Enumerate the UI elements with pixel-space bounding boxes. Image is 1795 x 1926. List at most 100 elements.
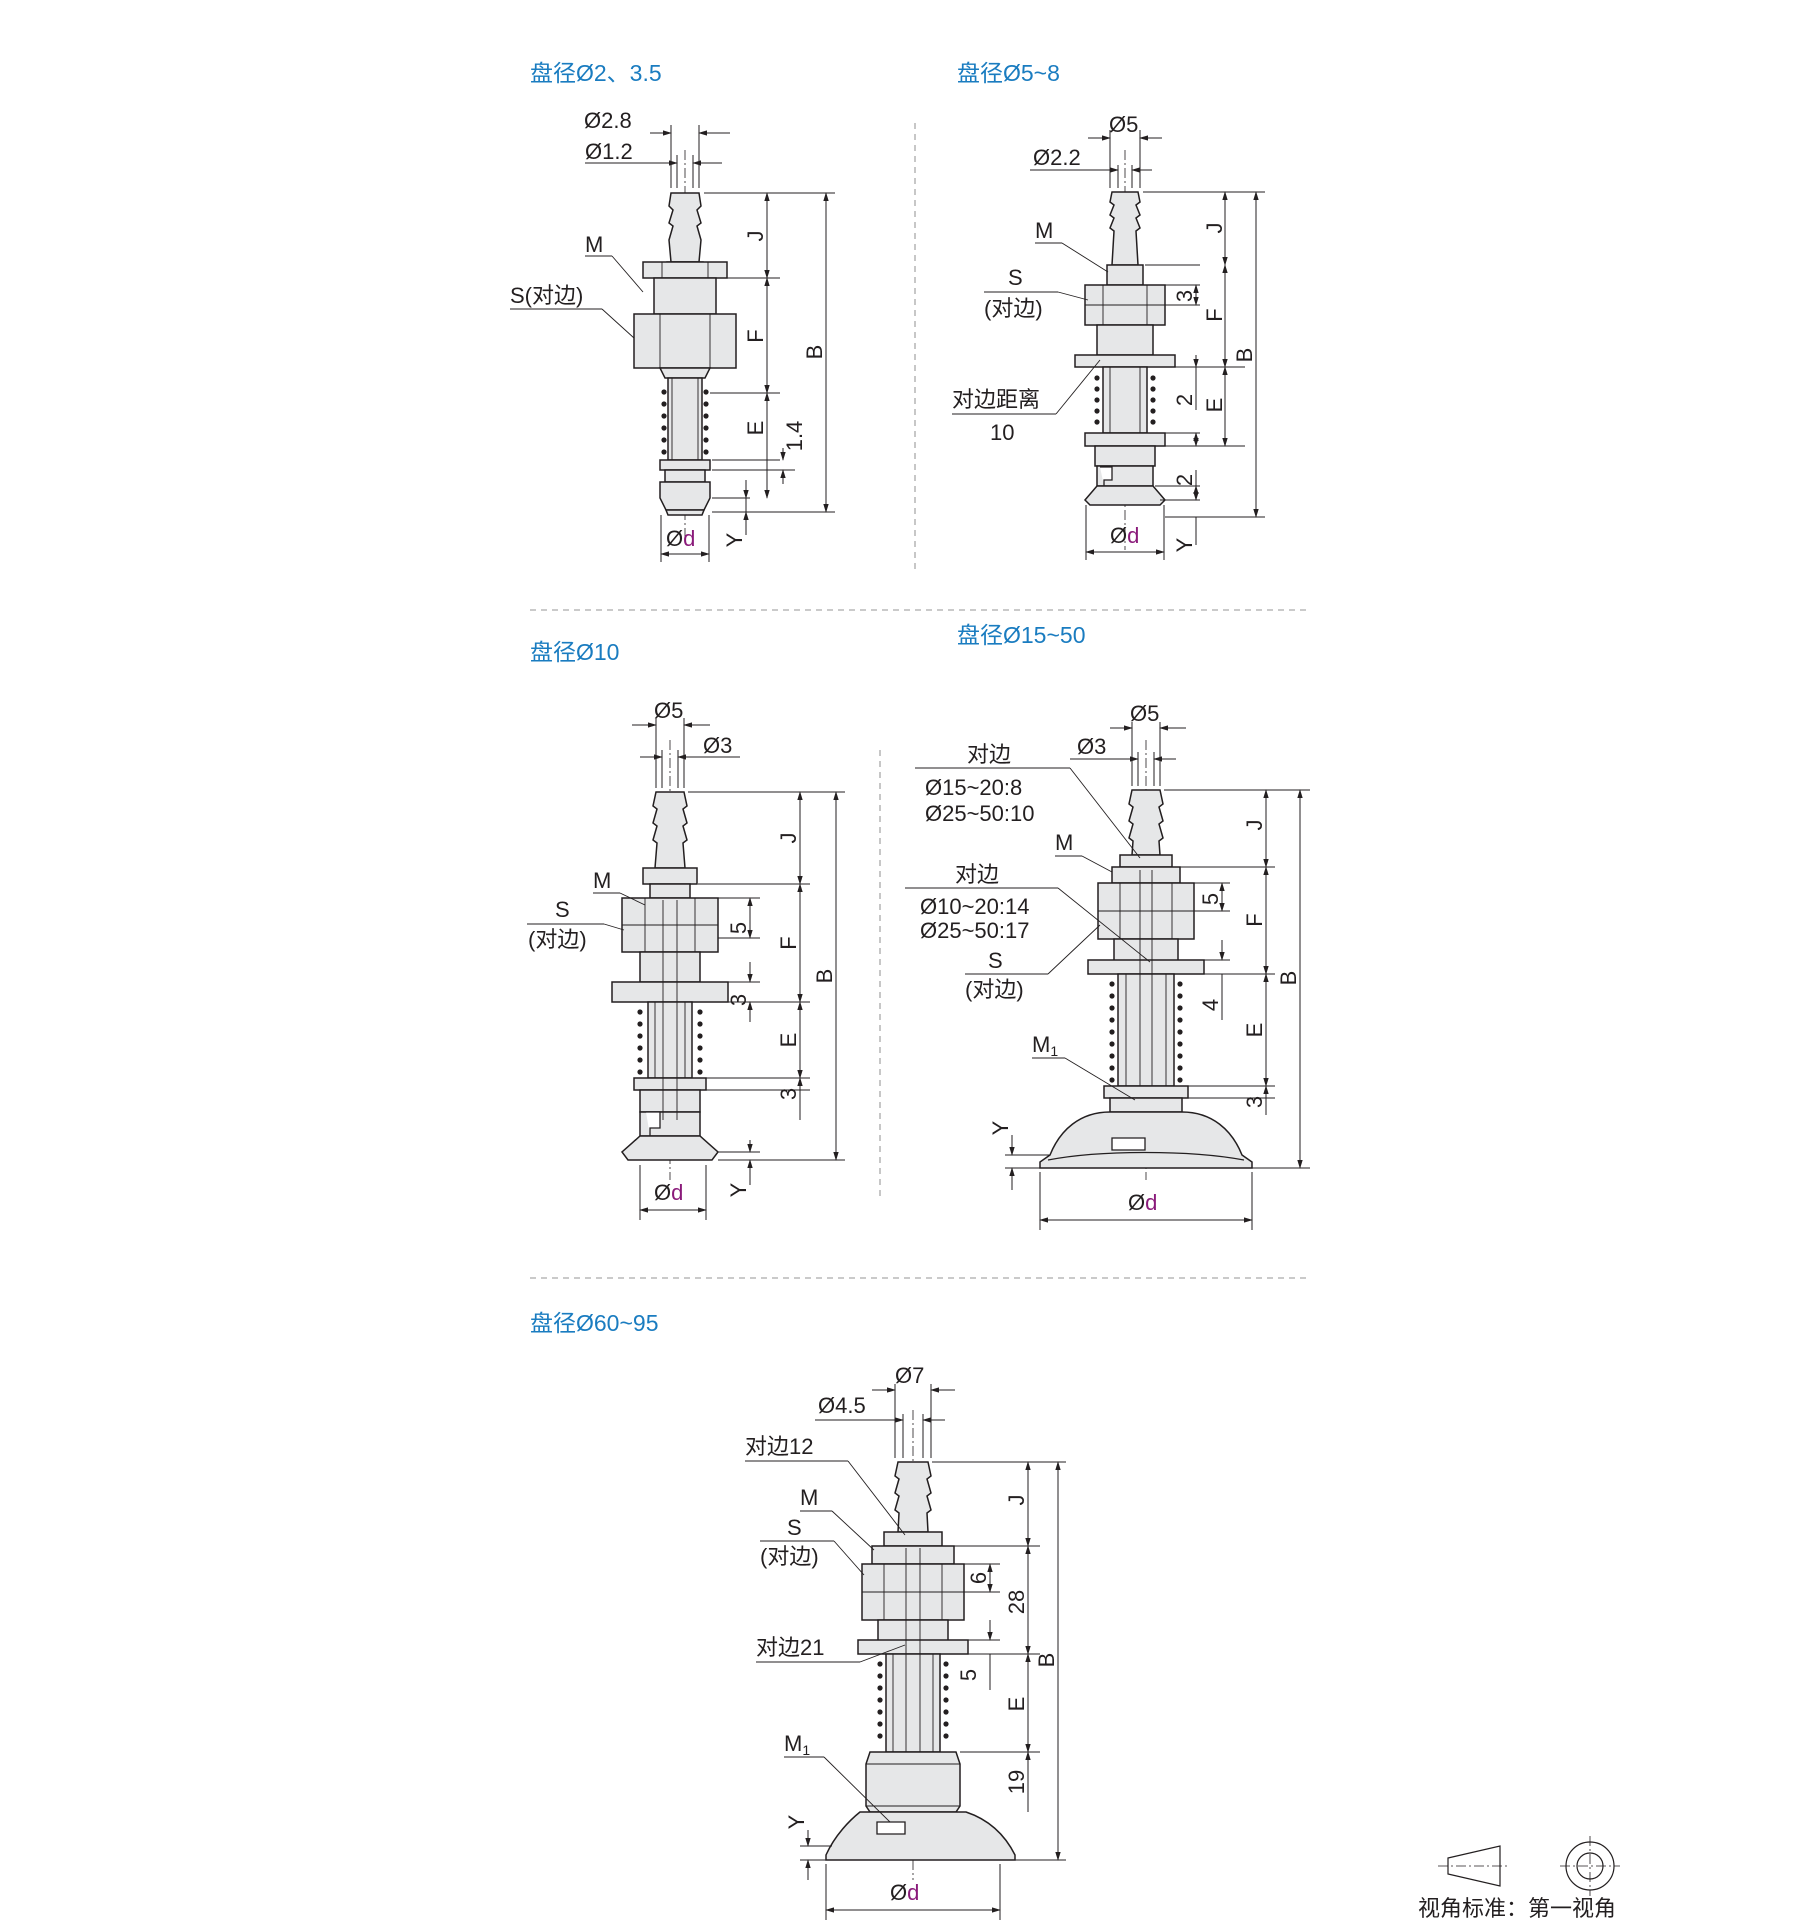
label-d-d10: d bbox=[671, 1180, 683, 1205]
label-b-d10: B bbox=[812, 969, 837, 984]
label-e-d15: E bbox=[1242, 1023, 1267, 1038]
label-s2-d5: (对边) bbox=[984, 296, 1043, 321]
label-id-d60: Ø4.5 bbox=[818, 1393, 866, 1418]
label-id-d2: Ø1.2 bbox=[585, 139, 633, 164]
label-flats12-d60: 对边12 bbox=[745, 1434, 813, 1459]
truncated-cone-icon bbox=[1447, 1845, 1501, 1887]
label-e-d5: E bbox=[1202, 398, 1227, 413]
label-flats21-d60: 对边21 bbox=[756, 1635, 824, 1660]
label-gap-d2: 1.4 bbox=[782, 421, 807, 452]
label-dprefix-d15: Ø bbox=[1128, 1190, 1145, 1215]
label-e-d2: E bbox=[743, 421, 768, 436]
section-title-d60: 盘径Ø60~95 bbox=[530, 1310, 659, 1336]
svg-text:Ød: Ød bbox=[890, 1880, 919, 1905]
label-flats-d5: 对边距离 bbox=[952, 387, 1040, 412]
svg-text:M1: M1 bbox=[1032, 1032, 1058, 1059]
label-od-d2: Ø2.8 bbox=[584, 108, 632, 133]
label-2b-d5: 2 bbox=[1172, 474, 1197, 486]
label-4-d15: 4 bbox=[1198, 999, 1223, 1011]
svg-text:Ød: Ød bbox=[654, 1180, 683, 1205]
svg-text:M1: M1 bbox=[784, 1731, 810, 1758]
label-f-d15: F bbox=[1242, 913, 1267, 926]
label-j-d5: J bbox=[1202, 223, 1227, 234]
projection-symbol: 视角标准：第一视角 bbox=[1418, 1836, 1620, 1921]
label-id-d5: Ø2.2 bbox=[1033, 145, 1081, 170]
label-3a-d10: 3 bbox=[726, 994, 751, 1006]
label-d-d2: d bbox=[683, 526, 695, 551]
label-m1-d60: M bbox=[784, 1731, 802, 1756]
label-5-d60: 5 bbox=[956, 1669, 981, 1681]
section-title-d10: 盘径Ø10 bbox=[530, 639, 619, 665]
label-b-d2: B bbox=[802, 345, 827, 360]
label-y-d10: Y bbox=[726, 1182, 751, 1197]
drawing-d60: 盘径Ø60~95 bbox=[530, 1310, 1066, 1920]
label-e-d10: E bbox=[776, 1033, 801, 1048]
label-flats1-d15: 对边 bbox=[967, 742, 1011, 767]
label-m-d2: M bbox=[585, 232, 603, 257]
section-title-d2: 盘径Ø2、3.5 bbox=[530, 60, 662, 86]
concentric-circles-icon bbox=[1560, 1836, 1620, 1896]
label-od-d5: Ø5 bbox=[1109, 112, 1138, 137]
label-m-d15: M bbox=[1055, 830, 1073, 855]
label-5-d15: 5 bbox=[1198, 893, 1223, 905]
label-b-d60: B bbox=[1034, 1653, 1059, 1668]
label-d-d15: d bbox=[1145, 1190, 1157, 1215]
label-d-d60: d bbox=[907, 1880, 919, 1905]
drawing-d2: 盘径Ø2、3.5 bbox=[510, 60, 835, 562]
label-m1-sub-d60: 1 bbox=[802, 1742, 810, 1758]
label-s-d5: S bbox=[1008, 265, 1023, 290]
label-3b-d10: 3 bbox=[776, 1088, 801, 1100]
label-6-d60: 6 bbox=[966, 1572, 991, 1584]
label-f-d2: F bbox=[743, 329, 768, 342]
label-id-d10: Ø3 bbox=[703, 733, 732, 758]
drawing-d15: 盘径Ø15~50 bbox=[905, 622, 1310, 1230]
label-y-d2: Y bbox=[722, 532, 747, 547]
label-id-d15: Ø3 bbox=[1077, 734, 1106, 759]
label-dprefix-d5: Ø bbox=[1110, 523, 1127, 548]
svg-text:Ød: Ød bbox=[1128, 1190, 1157, 1215]
label-s-d60: S bbox=[787, 1515, 802, 1540]
label-s-d10: S bbox=[555, 897, 570, 922]
label-f-d5: F bbox=[1202, 308, 1227, 321]
label-flats2-b-d15: Ø25~50:17 bbox=[920, 918, 1029, 943]
label-j-d60: J bbox=[1004, 1495, 1029, 1506]
section-title-d15: 盘径Ø15~50 bbox=[957, 622, 1086, 648]
label-s2-d10: (对边) bbox=[528, 927, 587, 952]
label-flats1-b-d15: Ø25~50:10 bbox=[925, 801, 1034, 826]
svg-text:Ød: Ød bbox=[666, 526, 695, 551]
label-dprefix-d60: Ø bbox=[890, 1880, 907, 1905]
label-m-d10: M bbox=[593, 868, 611, 893]
drawing-d5: 盘径Ø5~8 Ø5 Ø2.2 bbox=[952, 60, 1265, 560]
label-y-d15: Y bbox=[988, 1120, 1013, 1135]
projection-label: 视角标准：第一视角 bbox=[1418, 1896, 1616, 1921]
label-od-d15: Ø5 bbox=[1130, 701, 1159, 726]
label-s-d2: S(对边) bbox=[510, 283, 583, 308]
label-e-d60: E bbox=[1004, 1697, 1029, 1712]
label-dprefix-d10: Ø bbox=[654, 1180, 671, 1205]
section-title-d5: 盘径Ø5~8 bbox=[957, 60, 1060, 86]
label-3-d5: 3 bbox=[1172, 290, 1197, 302]
label-d-d5: d bbox=[1127, 523, 1139, 548]
label-f-d10: F bbox=[776, 936, 801, 949]
label-od-d10: Ø5 bbox=[654, 698, 683, 723]
label-j-d2: J bbox=[743, 231, 768, 242]
label-b-d5: B bbox=[1232, 348, 1257, 363]
label-m1-sub-d15: 1 bbox=[1050, 1043, 1058, 1059]
label-s-d15: S bbox=[988, 948, 1003, 973]
label-b-d15: B bbox=[1276, 971, 1301, 986]
label-3-d15: 3 bbox=[1242, 1096, 1267, 1108]
label-flats2-d15: 对边 bbox=[955, 862, 999, 887]
label-flats-val-d5: 10 bbox=[990, 420, 1014, 445]
drawing-d10: 盘径Ø10 bbox=[527, 639, 845, 1220]
label-m1-d15: M bbox=[1032, 1032, 1050, 1057]
label-5-d10: 5 bbox=[726, 922, 751, 934]
label-od-d60: Ø7 bbox=[895, 1363, 924, 1388]
label-19-d60: 19 bbox=[1004, 1770, 1029, 1794]
label-s2-d60: (对边) bbox=[760, 1544, 819, 1569]
label-flats2-a-d15: Ø10~20:14 bbox=[920, 894, 1029, 919]
label-2a-d5: 2 bbox=[1172, 394, 1197, 406]
label-dprefix-d2: Ø bbox=[666, 526, 683, 551]
label-28-d60: 28 bbox=[1004, 1590, 1029, 1614]
label-m-d60: M bbox=[800, 1485, 818, 1510]
